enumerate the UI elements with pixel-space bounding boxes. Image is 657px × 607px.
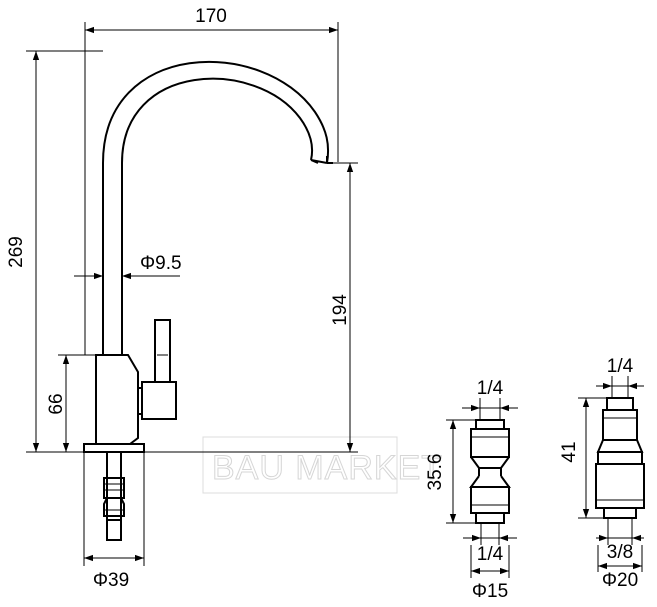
shank (103, 452, 125, 541)
dim-base-diameter: Φ39 (83, 452, 145, 591)
spout-tip (310, 159, 333, 164)
fitting-2-label-diameter: Φ20 (602, 570, 638, 591)
fitting-1 (469, 419, 511, 524)
fitting-1-dim-diameter: Φ15 (470, 545, 510, 602)
faucet-outline (83, 60, 333, 541)
dim-label-base-diameter: Φ39 (93, 570, 129, 591)
fitting-1-label-bottom: 1/4 (477, 544, 504, 565)
dim-width-170: 170 (84, 6, 339, 355)
fitting-2-label-height: 41 (559, 441, 580, 462)
watermark: BAU MARKET (202, 436, 443, 494)
fitting-1-dim-bottom: 1/4 (463, 523, 517, 565)
lever-handle (154, 319, 171, 383)
dim-label-width: 170 (195, 6, 227, 27)
faucet-base (83, 443, 145, 453)
dim-height-269: 269 (6, 50, 103, 453)
faucet-body (95, 354, 139, 445)
fitting-1-dim-height: 35.6 (425, 419, 476, 524)
dim-label-tube-diameter: Φ9.5 (140, 253, 182, 274)
dim-spout-194: 194 (144, 162, 358, 453)
fitting-2-dim-diameter: Φ20 (597, 545, 643, 591)
fitting-1-dim-top: 1/4 (462, 378, 518, 420)
dim-label-spout-height: 194 (330, 294, 351, 326)
fitting-2-dim-height: 41 (559, 397, 607, 519)
dim-label-height: 269 (6, 236, 27, 268)
dim-body-66: 66 (46, 354, 96, 452)
faucet-tube-inner (121, 77, 314, 355)
fitting-2 (595, 397, 645, 519)
watermark-text: BAU MARKET (212, 449, 443, 487)
fitting-2-dim-top: 1/4 (596, 356, 644, 398)
dim-label-body-height: 66 (46, 393, 67, 414)
fitting-2-label-top: 1/4 (607, 356, 634, 377)
fitting-2-label-bottom: 3/8 (607, 542, 633, 563)
fitting-2-dim-bottom: 3/8 (596, 518, 644, 563)
fitting-1-label-height: 35.6 (425, 454, 446, 491)
fitting-1-label-diameter: Φ15 (472, 581, 508, 602)
lever-housing (141, 381, 177, 420)
faucet-tube-outer (102, 60, 330, 355)
fitting-1-label-top: 1/4 (477, 378, 504, 399)
dim-tube-diameter: Φ9.5 (74, 253, 182, 280)
